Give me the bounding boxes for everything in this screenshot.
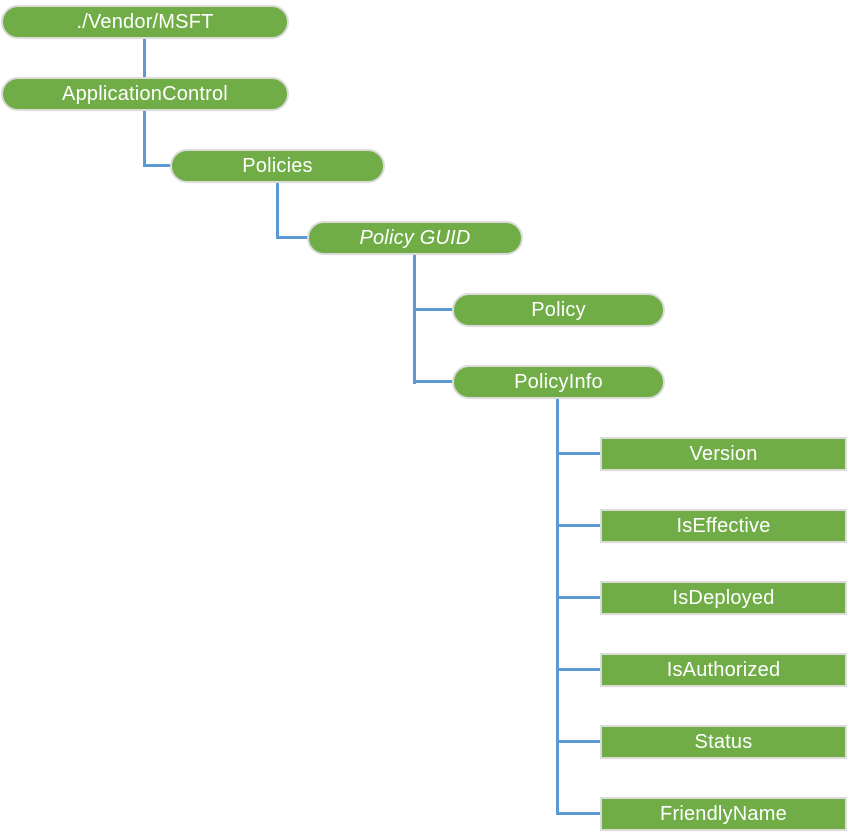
tree-node-iseffective: IsEffective xyxy=(600,509,847,543)
connector-applicationcontrol-trunk xyxy=(143,111,146,167)
tree-node-isdeployed: IsDeployed xyxy=(600,581,847,615)
connector-policies-trunk xyxy=(276,183,279,239)
tree-node-policies: Policies xyxy=(170,149,385,183)
connector-policyinfo-to-isauthorized xyxy=(556,668,601,671)
tree-node-isauthorized: IsAuthorized xyxy=(600,653,847,687)
connector-policyinfo-to-iseffective xyxy=(556,524,601,527)
tree-node-policy-guid: Policy GUID xyxy=(307,221,523,255)
connector-applicationcontrol-to-policies xyxy=(143,164,171,167)
tree-node-friendlyname: FriendlyName xyxy=(600,797,847,831)
tree-node-version: Version xyxy=(600,437,847,471)
connector-policies-to-policyguid xyxy=(276,236,308,239)
connector-vendor-to-applicationcontrol xyxy=(143,39,146,77)
connector-policyinfo-to-isdeployed xyxy=(556,596,601,599)
connector-policyinfo-trunk xyxy=(556,399,559,815)
connector-policyguid-trunk xyxy=(413,255,416,384)
connector-policyguid-to-policy xyxy=(413,308,453,311)
tree-node-status: Status xyxy=(600,725,847,759)
tree-node-policyinfo: PolicyInfo xyxy=(452,365,665,399)
tree-node-policy: Policy xyxy=(452,293,665,327)
connector-policyinfo-to-status xyxy=(556,740,601,743)
connector-policyinfo-to-version xyxy=(556,452,601,455)
connector-policyinfo-to-friendlyname xyxy=(556,812,601,815)
tree-node-vendor-msft: ./Vendor/MSFT xyxy=(1,5,289,39)
tree-node-applicationcontrol: ApplicationControl xyxy=(1,77,289,111)
connector-policyguid-to-policyinfo xyxy=(413,380,453,383)
